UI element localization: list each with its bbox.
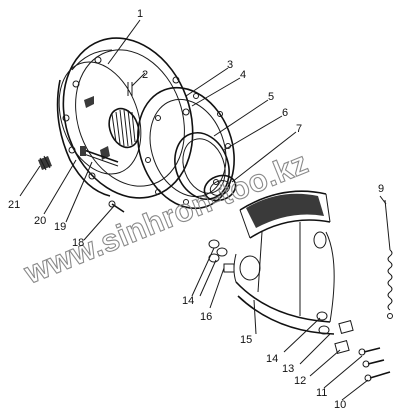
callout-11: 11 [316,387,327,399]
part-small-plug [38,155,52,171]
callout-labels: 1 2 3 4 5 6 7 9 10 11 12 13 14 14 15 16 … [8,8,384,411]
part-bearing-ring [203,174,237,202]
callout-2: 2 [142,69,148,81]
spline-teeth [111,109,136,147]
callout-19: 19 [54,221,66,233]
callout-12: 12 [294,375,306,387]
callout-21: 21 [8,199,20,211]
part-bolt [80,146,119,167]
callout-18: 18 [72,237,84,249]
callout-6: 6 [282,107,288,119]
callout-5: 5 [268,91,274,103]
callout-20: 20 [34,215,46,227]
callout-4: 4 [240,69,246,81]
callout-7: 7 [296,123,302,135]
callout-16: 16 [200,311,212,323]
part-brake-flange [137,86,235,210]
callout-14-right: 14 [266,353,278,365]
part-pin [108,200,125,213]
callout-9: 9 [378,183,384,195]
callout-10: 10 [334,399,346,411]
part-return-spring [384,199,393,319]
part-hub-housing [56,37,194,199]
callout-15: 15 [240,334,252,346]
part-hardware-right [316,311,391,382]
part-seal-rings [174,132,230,200]
leader-lines [19,19,387,401]
callout-13: 13 [282,363,294,375]
callout-14-left: 14 [182,295,194,307]
callout-3: 3 [227,59,233,71]
part-brake-shoes [233,190,335,335]
callout-1: 1 [137,8,143,20]
